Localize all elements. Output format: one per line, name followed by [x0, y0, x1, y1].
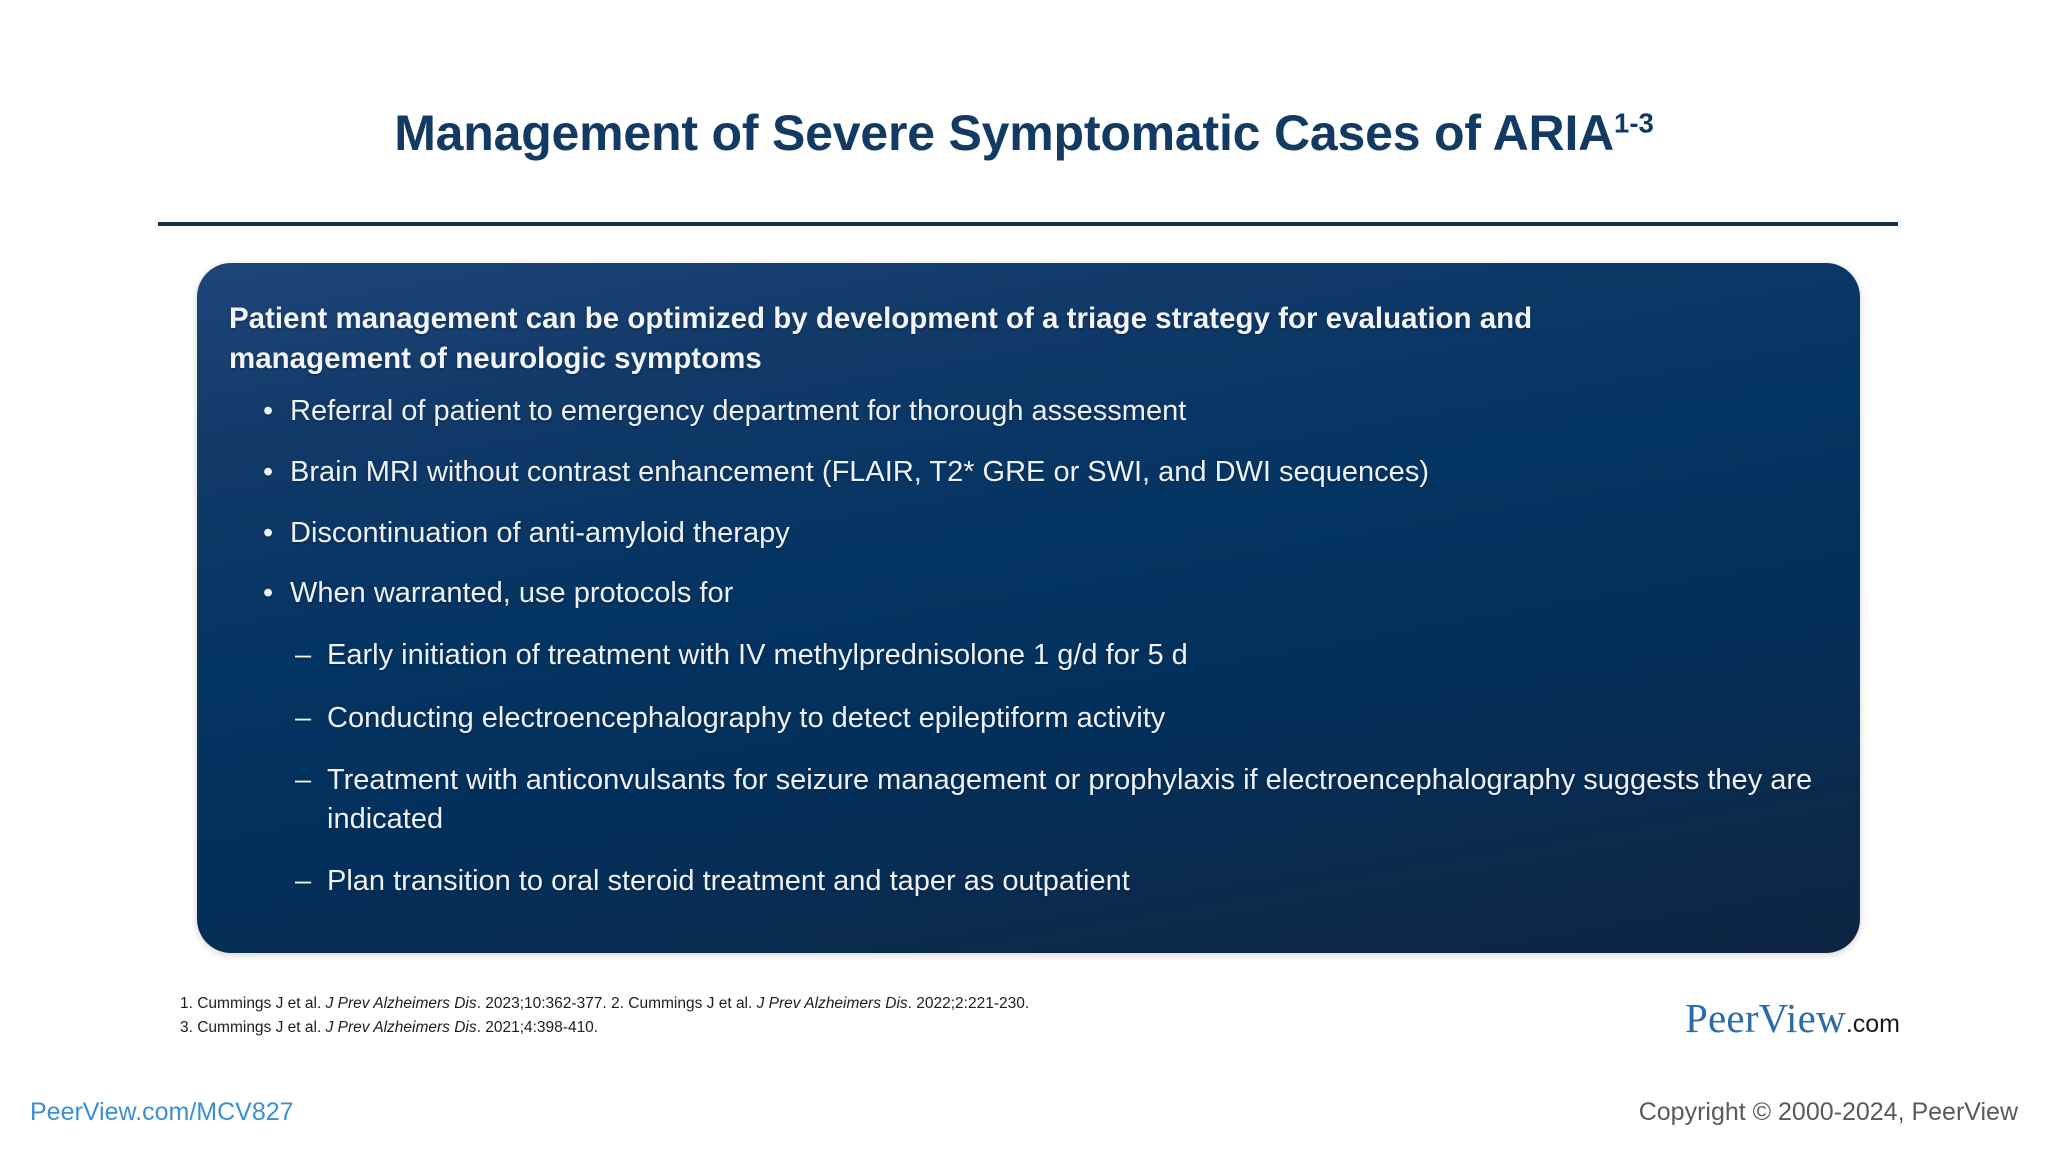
list-item: • Referral of patient to emergency depar…: [229, 393, 1820, 431]
reference-1-journal: J Prev Alzheimers Dis: [325, 995, 477, 1012]
list-item: • When warranted, use protocols for: [229, 575, 1820, 613]
content-card: Patient management can be optimized by d…: [197, 263, 1860, 953]
sub-list-item: – Plan transition to oral steroid treatm…: [229, 862, 1820, 901]
content-card-inner: Patient management can be optimized by d…: [229, 299, 1820, 901]
reference-3-detail: . 2021;4:398-410.: [476, 1019, 599, 1037]
sub-list-item: – Treatment with anticonvulsants for sei…: [229, 761, 1820, 838]
reference-1-prefix: 1. Cummings J et al.: [180, 995, 326, 1012]
card-heading: Patient management can be optimized by d…: [229, 302, 1533, 376]
dash-marker-icon: –: [295, 701, 312, 734]
page-title: Management of Severe Symptomatic Cases o…: [0, 104, 2048, 162]
dash-marker-icon: –: [295, 764, 312, 797]
bullet-marker-icon: •: [263, 577, 274, 610]
dash-marker-icon: –: [295, 865, 312, 898]
sub-list-item-label: Conducting electroencephalography to det…: [327, 701, 1166, 734]
peerview-logo-name: PeerView: [1685, 995, 1846, 1041]
list-item-label: Referral of patient to emergency departm…: [290, 395, 1187, 428]
reference-line-1: 1. Cummings J et al. J Prev Alzheimers D…: [180, 992, 1360, 1016]
reference-3-journal: J Prev Alzheimers Dis: [325, 1019, 477, 1037]
dash-marker-icon: –: [295, 638, 312, 671]
sub-bullet-list: – Early initiation of treatment with IV …: [229, 636, 1820, 901]
footer-copyright: Copyright © 2000-2024, PeerView: [1638, 1098, 2018, 1126]
reference-1-detail: . 2023;10:362-377. 2. Cummings J et al.: [476, 995, 757, 1012]
page-title-superscript: 1-3: [1614, 107, 1654, 139]
footer-course-link[interactable]: PeerView.com/MCV827: [30, 1098, 294, 1126]
sub-list-item-label: Plan transition to oral steroid treatmen…: [327, 865, 1130, 898]
reference-3-prefix: 3. Cummings J et al.: [180, 1019, 326, 1037]
list-item-label: Discontinuation of anti-amyloid therapy: [290, 516, 790, 549]
reference-2-detail: . 2022;2:221-230.: [907, 995, 1030, 1012]
reference-line-2: 3. Cummings J et al. J Prev Alzheimers D…: [180, 1016, 1360, 1040]
sub-list-item: – Conducting electroencephalography to d…: [229, 699, 1820, 738]
reference-2-journal: J Prev Alzheimers Dis: [756, 995, 908, 1012]
list-item-label: When warranted, use protocols for: [290, 577, 734, 610]
sub-list-item: – Early initiation of treatment with IV …: [229, 636, 1820, 675]
bullet-marker-icon: •: [263, 516, 274, 549]
title-divider: [158, 222, 1898, 226]
bullet-marker-icon: •: [263, 395, 274, 428]
list-item-label: Brain MRI without contrast enhancement (…: [290, 455, 1429, 488]
list-item: • Brain MRI without contrast enhancement…: [229, 454, 1820, 492]
sub-list-item-label: Treatment with anticonvulsants for seizu…: [327, 764, 1813, 835]
page-title-text: Management of Severe Symptomatic Cases o…: [394, 105, 1615, 161]
peerview-logo-suffix: .com: [1845, 1010, 1900, 1038]
bullet-marker-icon: •: [263, 455, 274, 488]
bullet-list: • Referral of patient to emergency depar…: [229, 393, 1820, 613]
sub-list-item-label: Early initiation of treatment with IV me…: [327, 638, 1188, 671]
peerview-logo: PeerView.com: [1685, 994, 1900, 1042]
list-item: • Discontinuation of anti-amyloid therap…: [229, 515, 1820, 553]
references: 1. Cummings J et al. J Prev Alzheimers D…: [180, 992, 1360, 1040]
